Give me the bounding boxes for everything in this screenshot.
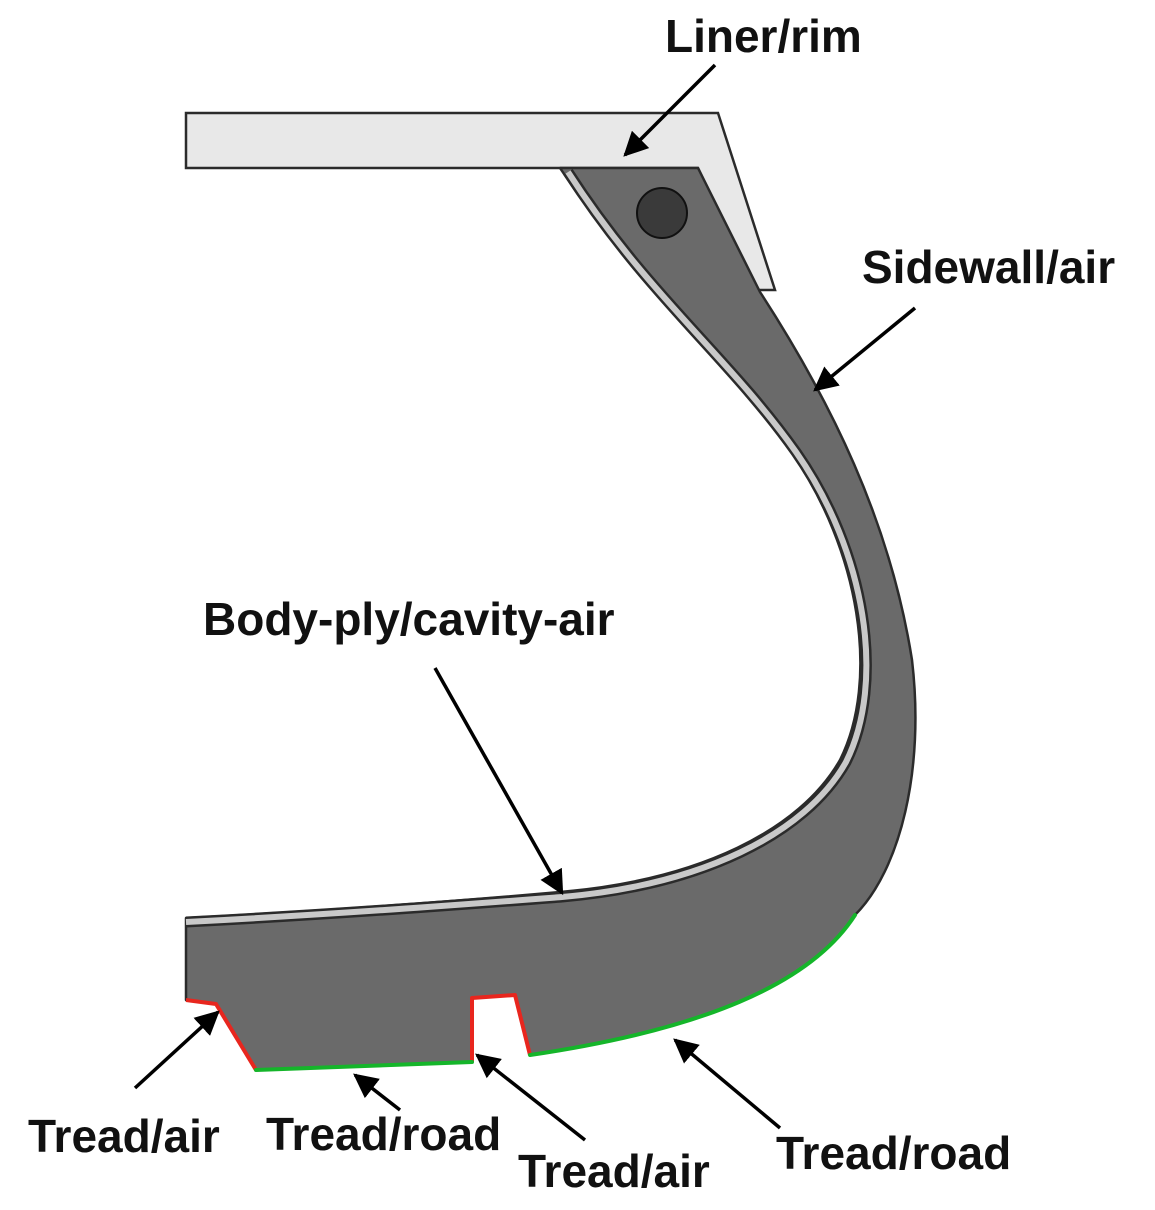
leader-arrows xyxy=(133,63,917,1142)
label-tread-air-left: Tread/air xyxy=(28,1110,220,1162)
label-tread-road-left: Tread/road xyxy=(266,1108,501,1160)
arrow-tread-road-right xyxy=(673,1038,782,1130)
body-ply xyxy=(185,169,872,928)
bead-circle xyxy=(636,187,688,239)
arrow-tread-road-left xyxy=(353,1073,402,1112)
label-sidewall-air: Sidewall/air xyxy=(862,241,1115,293)
label-body-ply-cavity-air: Body-ply/cavity-air xyxy=(203,593,615,645)
label-liner-rim: Liner/rim xyxy=(665,10,862,62)
label-tread-road-right: Tread/road xyxy=(776,1127,1011,1179)
label-tread-air-center: Tread/air xyxy=(518,1145,710,1197)
tread-air-boundary xyxy=(185,993,532,1072)
arrow-tread-air-center xyxy=(475,1053,587,1142)
arrow-tread-air-left xyxy=(133,1010,220,1090)
tread-road-boundary xyxy=(254,913,857,1072)
arrow-sidewall-air xyxy=(813,306,917,392)
arrow-body-ply xyxy=(433,667,564,896)
arrow-liner-rim xyxy=(623,63,717,157)
